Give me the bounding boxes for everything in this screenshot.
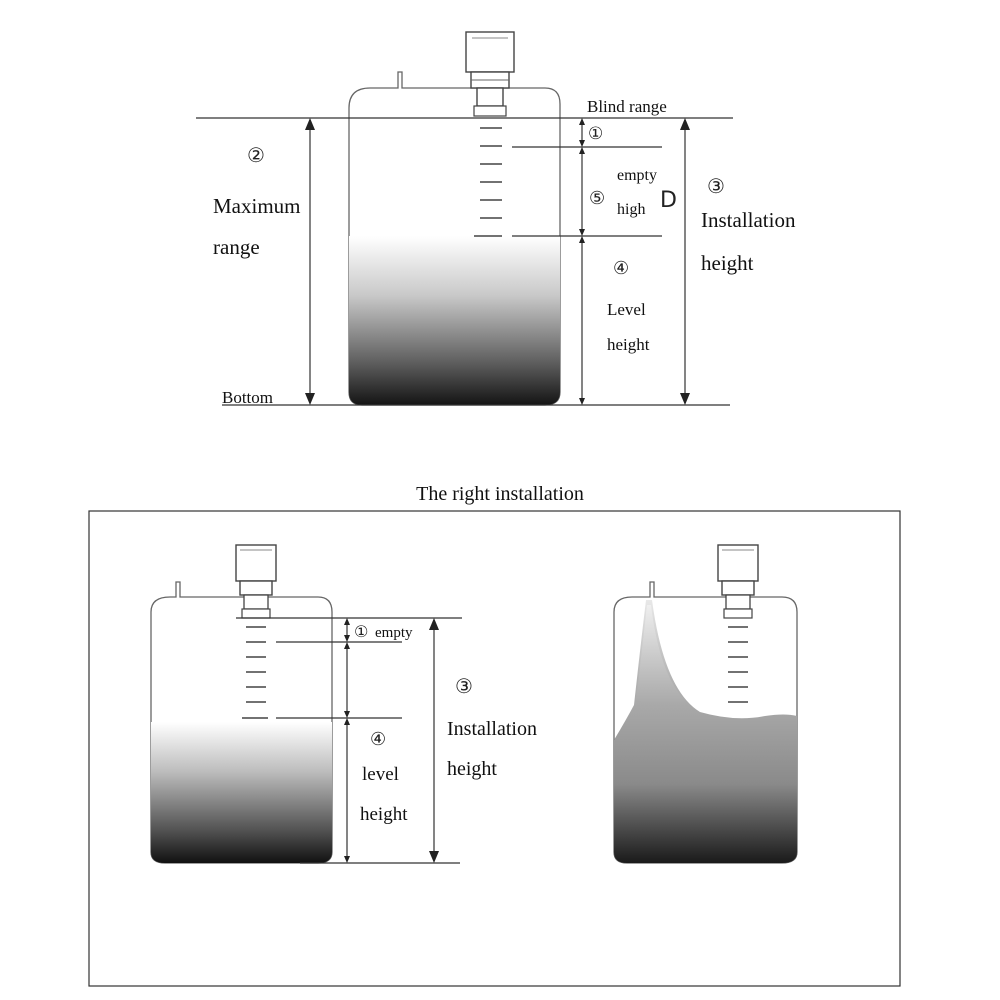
level-height-label: height [607,335,650,354]
bottom-marker-3: ③ [455,674,473,698]
bottom-level-label: level [362,764,399,785]
marker-5: ⑤ [589,188,605,209]
top-tank [348,71,561,406]
range-label: range [213,235,260,259]
high-label: high [617,201,645,218]
marker-4: ④ [613,258,629,279]
installation-frame [88,510,901,987]
marker-3: ③ [707,174,725,198]
bottom-installation-label: Installation [447,718,537,740]
marker-2: ② [247,143,265,167]
bottom-label: Bottom [222,388,273,407]
installation-height-label: height [701,251,754,275]
installation-label: Installation [701,208,796,232]
level-label: Level [607,300,646,319]
blind-range-arrow [579,118,585,147]
maximum-label: Maximum [213,194,301,218]
top-sensor [465,31,515,117]
empty-high-arrow [579,147,585,236]
marker-1: ① [588,124,603,144]
top-scale-ticks [474,127,502,237]
bottom-empty-label: empty [375,625,413,641]
bottom-level-height-label: height [360,804,408,825]
empty-label: empty [617,167,657,184]
level-height-arrow [579,236,585,405]
bottom-dimensions [236,617,462,864]
max-range-arrow [305,118,315,405]
top-diagram: Blind range Bottom ② Maximum range ① emp… [196,31,796,407]
bottom-right-tank [613,544,798,864]
bottom-marker-1: ① [354,622,368,641]
installation-height-arrow [680,118,690,405]
bottom-installation-height-label: height [447,758,497,780]
bottom-marker-4: ④ [370,729,386,750]
d-label: D [660,188,677,213]
blind-range-label: Blind range [587,97,667,116]
section-title: The right installation [416,483,584,505]
bottom-left-tank [150,544,333,864]
